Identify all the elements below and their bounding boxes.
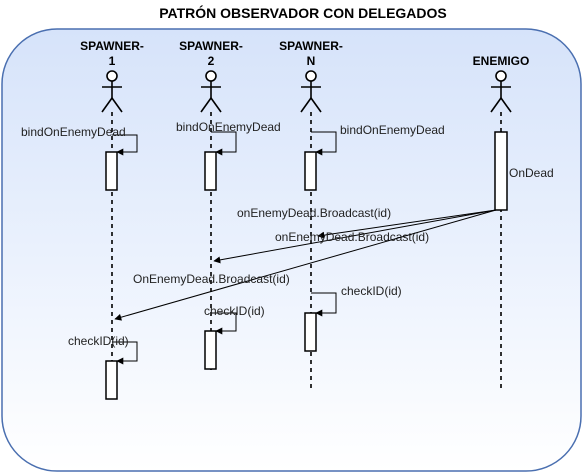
message-label-on-dead: OnDead: [509, 166, 554, 180]
actor-enemigo-label: ENEMIGO: [473, 54, 530, 68]
message-label-broadcast-1: OnEnemyDead.Broadcast(id): [133, 272, 290, 286]
activation-box-spawner-2-bind: [204, 151, 217, 191]
activation-box-spawner-n-bind: [304, 151, 317, 191]
self-message-check-1: checkID(id): [68, 334, 138, 365]
stick-figure-icon: [200, 70, 222, 113]
activation-box-spawner-1-check: [105, 360, 118, 400]
actor-spawner-n: SPAWNER- N: [279, 39, 343, 390]
message-broadcast-n: onEnemyDead.Broadcast(id): [237, 206, 497, 239]
diagram-title: PATRÓN OBSERVADOR CON DELEGADOS: [159, 4, 447, 21]
message-label-broadcast-2: onEnemyDead.Broadcast(id): [275, 230, 429, 244]
actor-spawner-n-label-line2: N: [307, 54, 316, 68]
stick-figure-icon: [300, 70, 322, 113]
message-label-bind-1: bindOnEnemyDead: [21, 125, 126, 139]
activation-box-spawner-2-check: [204, 330, 217, 370]
self-message-bind-2: bindOnEnemyDead: [176, 120, 281, 156]
self-message-bind-1: bindOnEnemyDead: [21, 125, 138, 156]
message-label-bind-2: bindOnEnemyDead: [176, 120, 281, 134]
stick-figure-icon: [101, 70, 123, 113]
actor-spawner-1-label-line1: SPAWNER-: [80, 39, 144, 53]
actor-spawner-1-label-line2: 1: [109, 54, 116, 68]
actor-spawner-n-label-line1: SPAWNER-: [279, 39, 343, 53]
actor-spawner-2: SPAWNER- 2: [179, 39, 243, 370]
activation-box-spawner-1-bind: [105, 151, 118, 191]
diagram-frame: [1, 28, 582, 472]
self-message-check-n: checkID(id): [311, 284, 402, 317]
message-label-check-1: checkID(id): [68, 334, 129, 348]
actor-enemigo: ENEMIGO: [473, 54, 530, 392]
activation-box-enemigo: [494, 131, 508, 211]
stick-figure-icon: [490, 70, 512, 113]
message-label-broadcast-n: onEnemyDead.Broadcast(id): [237, 206, 391, 220]
actor-spawner-2-label-line2: 2: [208, 54, 215, 68]
self-message-bind-n: bindOnEnemyDead: [311, 123, 445, 156]
message-label-check-n: checkID(id): [341, 284, 402, 298]
self-message-check-2: checkID(id): [204, 304, 265, 335]
message-label-check-2: checkID(id): [204, 304, 265, 318]
actor-spawner-2-label-line1: SPAWNER-: [179, 39, 243, 53]
message-broadcast-1: OnEnemyDead.Broadcast(id): [114, 209, 497, 321]
message-label-bind-n: bindOnEnemyDead: [340, 123, 445, 137]
activation-box-spawner-n-check: [304, 312, 317, 352]
